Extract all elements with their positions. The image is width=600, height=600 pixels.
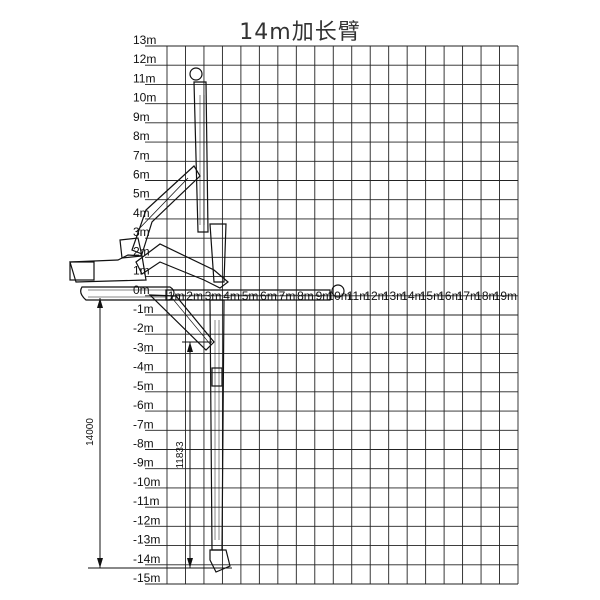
y-tick-label: -9m <box>133 456 154 470</box>
bucket-reach <box>331 284 345 298</box>
diagram-title: 14m加长臂 <box>239 20 361 45</box>
x-tick-label: 2m <box>186 289 203 303</box>
dim-11833-arrow-top <box>187 342 193 352</box>
grid <box>145 45 519 585</box>
x-tick-label: 17m <box>457 289 480 303</box>
excavator-drawing <box>69 67 345 573</box>
y-tick-label: 5m <box>133 187 150 201</box>
excavator-tracks <box>80 286 175 301</box>
y-tick-label: 6m <box>133 168 150 182</box>
x-tick-label: 12m <box>364 289 387 303</box>
x-tick-label: 4m <box>223 289 240 303</box>
bucket-deep <box>209 549 231 573</box>
y-tick-label: -11m <box>133 494 159 508</box>
y-tick-label: 10m <box>133 91 156 105</box>
y-axis-labels: 13m12m11m10m9m8m7m6m5m4m3m2m1m0m-1m-2m-3… <box>133 33 160 585</box>
x-tick-label: 11m <box>347 289 369 303</box>
dim-label-14000: 14000 <box>85 418 96 446</box>
y-tick-label: 8m <box>133 129 150 143</box>
y-tick-label: -12m <box>133 513 160 527</box>
x-tick-label: 8m <box>297 289 314 303</box>
y-tick-label: 4m <box>133 206 150 220</box>
y-tick-label: 9m <box>133 110 150 124</box>
y-tick-label: -3m <box>133 340 154 354</box>
x-tick-label: 5m <box>242 289 259 303</box>
y-tick-label: 11m <box>133 71 155 85</box>
arm-raised-detail <box>199 95 205 225</box>
y-tick-label: -10m <box>133 475 160 489</box>
boom-raised-cylinder <box>135 177 189 233</box>
y-tick-label: -1m <box>133 302 154 316</box>
arm-mid <box>209 223 227 283</box>
dim-14000-arrow-bottom <box>97 558 103 568</box>
x-tick-label: 16m <box>438 289 461 303</box>
y-tick-label: -7m <box>133 417 154 431</box>
x-tick-label: 13m <box>383 289 406 303</box>
x-tick-label: 10m <box>327 289 350 303</box>
dim-14000-arrow-top <box>97 298 103 308</box>
y-tick-label: -8m <box>133 437 154 451</box>
x-tick-label: 14m <box>401 289 424 303</box>
x-tick-label: 7m <box>279 289 296 303</box>
y-tick-label: -2m <box>133 321 154 335</box>
x-tick-label: 6m <box>260 289 277 303</box>
x-tick-label: 15m <box>420 289 443 303</box>
pivot-line <box>171 297 211 345</box>
arm-raised <box>193 81 209 233</box>
y-tick-label: 7m <box>133 148 150 162</box>
boom-mid <box>135 243 229 289</box>
excavator-counterweight <box>69 261 95 281</box>
bucket-top <box>189 67 203 81</box>
x-tick-label: 9m <box>316 289 333 303</box>
arm-horizontal <box>165 289 331 301</box>
excavator-cab <box>119 237 143 259</box>
x-tick-label: 19m <box>494 289 517 303</box>
arm-deep-block <box>211 367 223 387</box>
y-tick-label: -14m <box>133 552 160 566</box>
y-tick-label: -13m <box>133 533 160 547</box>
arm-deep <box>209 299 225 551</box>
dimension-lines <box>88 298 232 569</box>
y-tick-label: 13m <box>133 33 156 47</box>
dim-label-11833: 11833 <box>175 441 186 469</box>
y-tick-label: -4m <box>133 360 154 374</box>
arm-deep-detail <box>214 320 220 540</box>
boom-lower <box>148 294 215 351</box>
dim-11833-arrow-bottom <box>187 558 193 568</box>
y-tick-label: 12m <box>133 52 156 66</box>
x-tick-label: 18m <box>475 289 498 303</box>
x-tick-label: 3m <box>205 289 222 303</box>
y-tick-label: -15m <box>133 571 160 585</box>
excavator-track-inner <box>88 289 166 298</box>
y-tick-label: -6m <box>133 398 154 412</box>
y-tick-label: -5m <box>133 379 154 393</box>
